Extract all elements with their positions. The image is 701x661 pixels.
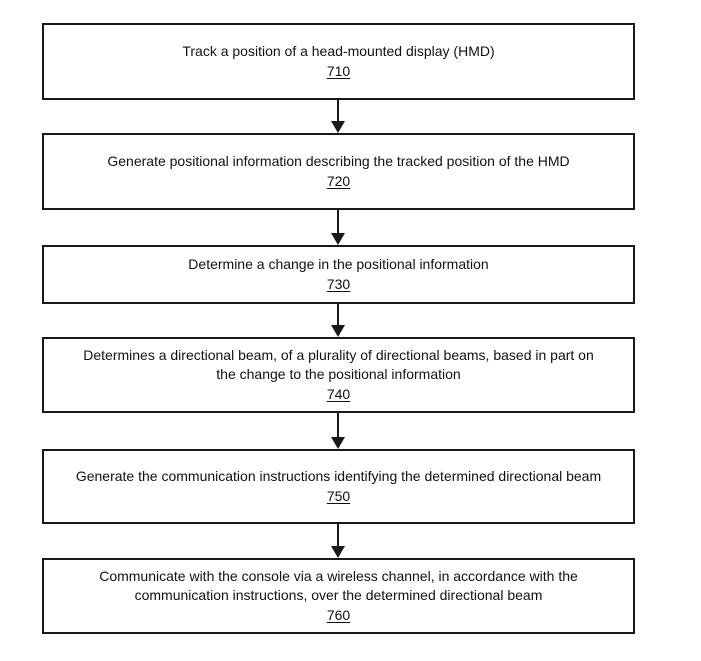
arrow-line [337,524,339,546]
step-730-text: Determine a change in the positional inf… [188,256,489,272]
arrowhead-icon [331,233,345,245]
step-710-text: Track a position of a head-mounted displ… [182,43,495,59]
arrowhead-icon [331,437,345,449]
arrow-line [337,210,339,233]
step-740-text: Determines a directional beam, of a plur… [83,347,594,382]
step-750-text: Generate the communication instructions … [75,468,602,484]
step-720-text: Generate positional information describi… [107,153,570,169]
step-710-ref: 710 [326,63,351,79]
step-760-ref: 760 [326,607,351,623]
down-arrow-750-760 [331,524,345,558]
arrowhead-icon [331,546,345,558]
step-710-box: Track a position of a head-mounted displ… [42,23,635,100]
arrowhead-icon [331,121,345,133]
step-730-ref: 730 [326,276,351,292]
step-740-ref: 740 [326,386,351,402]
down-arrow-740-750 [331,413,345,449]
arrowhead-icon [331,325,345,337]
arrow-line [337,413,339,437]
step-760-box: Communicate with the console via a wirel… [42,558,635,634]
step-750-box: Generate the communication instructions … [42,449,635,524]
down-arrow-710-720 [331,100,345,133]
down-arrow-730-740 [331,304,345,337]
arrow-line [337,304,339,325]
arrow-line [337,100,339,121]
step-760-text: Communicate with the console via a wirel… [99,568,578,603]
step-740-box: Determines a directional beam, of a plur… [42,337,635,413]
step-720-box: Generate positional information describi… [42,133,635,210]
step-750-ref: 750 [326,488,351,504]
down-arrow-720-730 [331,210,345,245]
step-730-box: Determine a change in the positional inf… [42,245,635,304]
step-720-ref: 720 [326,173,351,189]
